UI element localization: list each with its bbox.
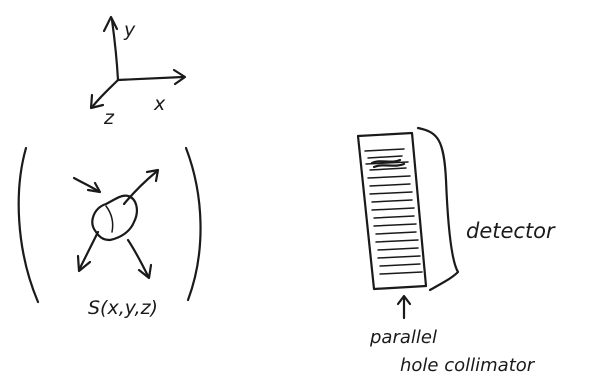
collimator-septa (364, 148, 423, 275)
source-blob (91, 194, 138, 242)
collimator-septum (375, 231, 417, 235)
emission-arrow-up-right (122, 170, 158, 206)
x-axis-arrowhead (172, 68, 187, 86)
emission-arrow-up-right-head (145, 168, 160, 183)
coordinate-axes: y x z (89, 15, 187, 129)
object-left-bracket (17, 146, 40, 304)
z-axis-label: z (103, 107, 115, 129)
x-axis (116, 75, 185, 82)
y-axis-arrowhead (102, 15, 119, 33)
emission-arrow-down-right-head (137, 263, 153, 280)
object-right-bracket (184, 146, 202, 302)
collimator-septum (369, 191, 413, 195)
collimator-label-line2: hole collimator (400, 355, 536, 376)
source-label: S(x,y,z) (88, 297, 158, 319)
collimator-septum (377, 247, 419, 251)
emission-arrow-up-left (72, 176, 100, 193)
collimator-septum (367, 155, 403, 159)
collimator-septum (379, 271, 423, 275)
detector-label: detector (466, 219, 556, 243)
y-axis (110, 18, 120, 82)
y-axis-label: y (123, 19, 136, 41)
emission-arrow-down-left-head (76, 254, 92, 273)
source-blob-inner-curve (105, 205, 114, 233)
emission-arrows (72, 168, 160, 280)
collimator-pointer (396, 294, 412, 320)
collimator-septum (367, 175, 411, 179)
collimator-septum (371, 207, 415, 211)
collimator-pointer-head (396, 294, 412, 306)
detector-assembly (356, 126, 460, 292)
collimator-body (356, 131, 428, 291)
z-axis-arrowhead (89, 93, 105, 110)
collimator-septum (377, 255, 421, 259)
collimator-septum (371, 199, 413, 203)
collimator-septum (379, 263, 421, 267)
detector-brace (416, 126, 460, 292)
emission-arrow-down-left (78, 230, 100, 270)
object-outline (17, 146, 202, 304)
collimator-septum (369, 183, 411, 187)
emission-arrow-up-left-head (86, 181, 102, 194)
collimator-septum (373, 215, 415, 219)
collimator-label-line1: parallel (369, 327, 437, 348)
z-axis (91, 78, 120, 108)
collimator-septum (373, 223, 417, 227)
collimator-septum (375, 239, 419, 243)
collimator-septum (364, 148, 405, 152)
collimator-scribble (370, 158, 406, 169)
x-axis-label: x (153, 93, 166, 115)
emission-arrow-down-right (126, 238, 150, 278)
collimator-septum (369, 167, 407, 171)
